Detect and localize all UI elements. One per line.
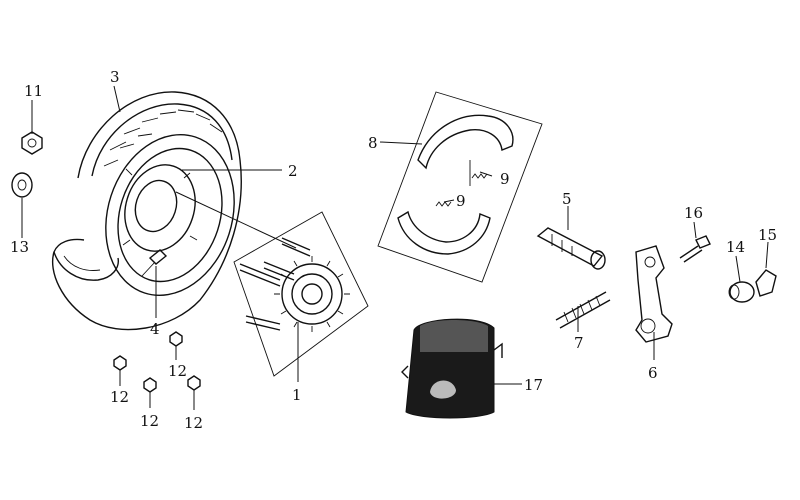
callout-17: 17 [524, 376, 543, 394]
rear-tire [52, 91, 242, 331]
drum-cover [401, 318, 503, 419]
pin-14 [728, 281, 755, 303]
leader-16 [693, 221, 697, 239]
callout-6: 6 [648, 364, 658, 382]
brake-arm [635, 245, 673, 343]
callout-12-c: 12 [140, 412, 159, 430]
callout-12-b: 12 [168, 362, 187, 380]
leader-15 [765, 241, 769, 269]
nut-12-b [169, 331, 183, 347]
callout-15: 15 [758, 226, 777, 244]
leader-8 [379, 141, 423, 145]
nut-12-a [113, 355, 127, 371]
callout-9-lower: 9 [456, 192, 466, 210]
callout-8: 8 [368, 134, 378, 152]
callout-2: 2 [288, 162, 298, 180]
brake-spring [555, 291, 611, 329]
leader-3 [113, 85, 121, 113]
nut-12-d [187, 375, 201, 391]
clip-15 [755, 269, 777, 297]
callout-3: 3 [110, 68, 120, 86]
callout-16: 16 [684, 204, 703, 222]
hub-assembly [233, 211, 369, 377]
nut-12-c [143, 377, 157, 393]
tire-valve [141, 249, 168, 277]
leader-14 [735, 255, 741, 283]
callout-12-a: 12 [110, 388, 129, 406]
brake-cam-shaft [536, 227, 606, 270]
callout-14: 14 [726, 238, 745, 256]
callout-11: 11 [24, 82, 43, 100]
callout-4: 4 [150, 320, 160, 338]
leader-hub [175, 191, 297, 249]
washer-13 [11, 172, 33, 198]
callout-13: 13 [10, 238, 29, 256]
brake-shoe-set [377, 91, 543, 283]
callout-7: 7 [574, 334, 584, 352]
leader-9b [443, 199, 455, 203]
bolt-16 [679, 235, 711, 263]
callout-12-d: 12 [184, 414, 203, 432]
leader-9a [479, 171, 493, 177]
callout-9-upper: 9 [500, 170, 510, 188]
callout-5: 5 [562, 190, 572, 208]
nut-11 [21, 131, 43, 155]
callout-1: 1 [292, 386, 302, 404]
wheel-rim [105, 133, 235, 297]
